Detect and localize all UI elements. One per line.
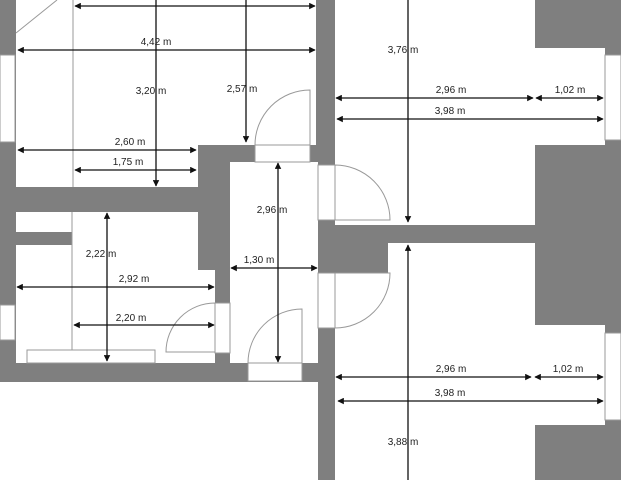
label-3-88: 3,88 m <box>388 437 419 448</box>
label-3-76: 3,76 m <box>388 45 419 56</box>
label-tr-2-96: 2,96 m <box>436 85 467 96</box>
window-right-top <box>604 54 621 141</box>
label-2-92: 2,92 m <box>119 274 150 285</box>
label-1-75: 1,75 m <box>113 157 144 168</box>
label-br-1-02: 1,02 m <box>553 364 584 375</box>
dimension-lines <box>16 0 604 480</box>
label-hallway-2-96: 2,96 m <box>257 205 288 216</box>
door-bottom-right-room[interactable] <box>317 272 391 329</box>
outside-area <box>0 382 318 480</box>
label-2-22: 2,22 m <box>86 249 117 260</box>
label-br-2-96: 2,96 m <box>436 364 467 375</box>
label-3-20: 3,20 m <box>136 86 167 97</box>
door-entrance[interactable] <box>247 308 303 382</box>
window-left-bottom <box>0 304 16 341</box>
window-left-top <box>0 54 16 143</box>
bathtub <box>26 349 156 364</box>
label-2-20: 2,20 m <box>116 313 147 324</box>
dimension-labels: 4,42 m 3,20 m 2,57 m 2,60 m 1,75 m 2,22 … <box>86 37 586 448</box>
label-4-42: 4,42 m <box>141 37 172 48</box>
label-tr-3-98: 3,98 m <box>435 106 466 117</box>
label-2-60: 2,60 m <box>115 137 146 148</box>
window-right-bottom <box>604 332 621 421</box>
door-top-right-room[interactable] <box>317 164 391 221</box>
label-2-57: 2,57 m <box>227 84 258 95</box>
label-br-3-98: 3,98 m <box>435 388 466 399</box>
label-tr-1-02: 1,02 m <box>555 85 586 96</box>
door-bathroom[interactable] <box>165 302 231 354</box>
room-top-right <box>335 0 605 225</box>
label-1-30: 1,30 m <box>244 255 275 266</box>
door-top-left-room[interactable] <box>254 89 311 163</box>
hallway <box>230 162 318 363</box>
